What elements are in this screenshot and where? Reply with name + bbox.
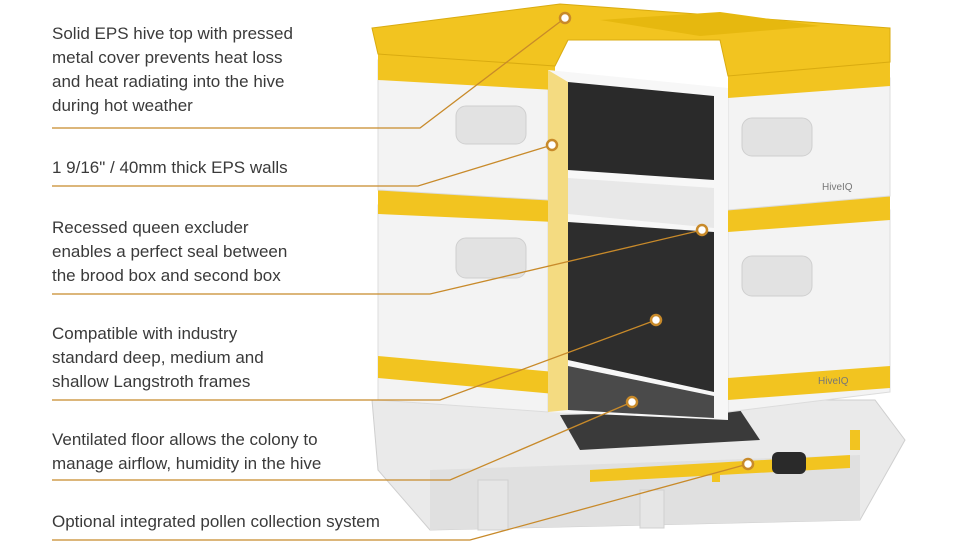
callout-queen-excluder: Recessed queen excluder enables a perfec… [52, 218, 288, 285]
callout-frames: Compatible with industry standard deep, … [52, 324, 264, 391]
svg-text:HiveIQ: HiveIQ [818, 376, 849, 387]
leader-line-walls [52, 144, 553, 187]
leader-line-pollen [52, 463, 749, 541]
leader-line-floor [52, 401, 633, 481]
leader-marker-walls [545, 138, 559, 152]
hive-base [371, 399, 906, 531]
hive-top-cover [371, 3, 891, 77]
leader-marker-hive-top [558, 11, 572, 25]
hiveiq-logo: HiveIQ HiveIQ [818, 182, 853, 387]
leader-marker-frames [649, 313, 663, 327]
callout-pollen: Optional integrated pollen collection sy… [52, 512, 380, 531]
leader-marker-pollen [741, 457, 755, 471]
leader-line-queen-excluder [52, 229, 703, 295]
upper-box-right [727, 60, 891, 211]
callout-floor: Ventilated floor allows the colony to ma… [52, 430, 322, 473]
svg-text:HiveIQ: HiveIQ [822, 182, 853, 193]
leader-lines [52, 11, 755, 541]
leader-marker-floor [625, 395, 639, 409]
callout-walls: 1 9/16" / 40mm thick EPS walls [52, 158, 288, 177]
leader-marker-queen-excluder [695, 223, 709, 237]
callout-hive-top: Solid EPS hive top with pressed metal co… [52, 24, 293, 115]
leader-line-frames [52, 319, 657, 401]
leader-line-hive-top [52, 17, 566, 129]
